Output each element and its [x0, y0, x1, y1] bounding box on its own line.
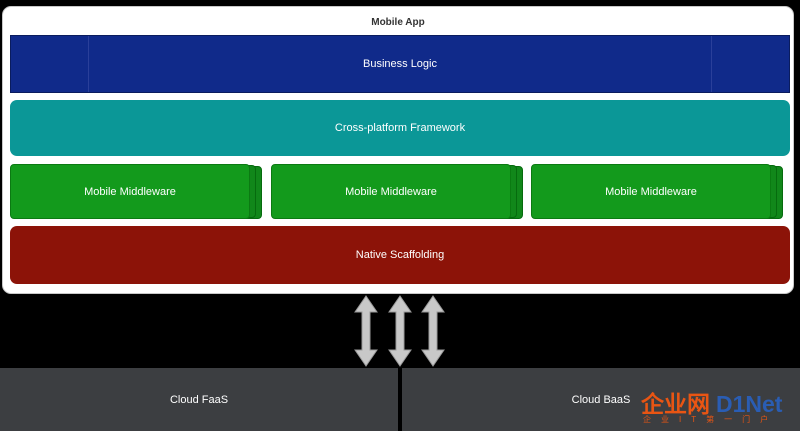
watermark-latin: D1Net	[716, 391, 783, 417]
cross-platform-label: Cross-platform Framework	[334, 122, 466, 134]
middleware-label: Mobile Middleware	[84, 185, 176, 198]
business-logic-label: Business Logic	[363, 58, 437, 70]
business-logic-layer: Business Logic	[10, 35, 790, 93]
cross-platform-layer: Cross-platform Framework	[10, 100, 790, 156]
middleware-label: Mobile Middleware	[345, 185, 437, 198]
middleware-stack-3: Mobile Middleware	[531, 164, 789, 220]
middleware-box: Mobile Middleware	[271, 164, 511, 219]
d1net-watermark: 企业网 D1Net	[641, 385, 782, 419]
middleware-label: Mobile Middleware	[605, 185, 697, 198]
middleware-stack-1: Mobile Middleware	[10, 164, 268, 220]
watermark-subtitle: 企业IT第一门户	[643, 415, 779, 424]
cloud-faas-label: Cloud FaaS	[169, 393, 229, 406]
double-arrow-icon	[354, 295, 378, 367]
native-scaffolding-label: Native Scaffolding	[355, 249, 445, 261]
business-logic-right-segment	[711, 36, 789, 92]
middleware-box: Mobile Middleware	[531, 164, 771, 219]
cloud-baas-bar: Cloud BaaS	[402, 368, 800, 431]
cloud-baas-label: Cloud BaaS	[571, 393, 631, 406]
double-arrow-icon	[421, 295, 445, 367]
double-arrow-icon	[388, 295, 412, 367]
mobile-app-title: Mobile App	[371, 17, 425, 28]
middleware-stack-2: Mobile Middleware	[271, 164, 529, 220]
business-logic-left-segment	[11, 36, 89, 92]
middleware-box: Mobile Middleware	[10, 164, 250, 219]
cloud-faas-bar: Cloud FaaS	[0, 368, 398, 431]
native-scaffolding-layer: Native Scaffolding	[10, 226, 790, 284]
watermark-cn: 企业网	[641, 391, 710, 417]
bidirectional-arrows	[354, 295, 445, 367]
